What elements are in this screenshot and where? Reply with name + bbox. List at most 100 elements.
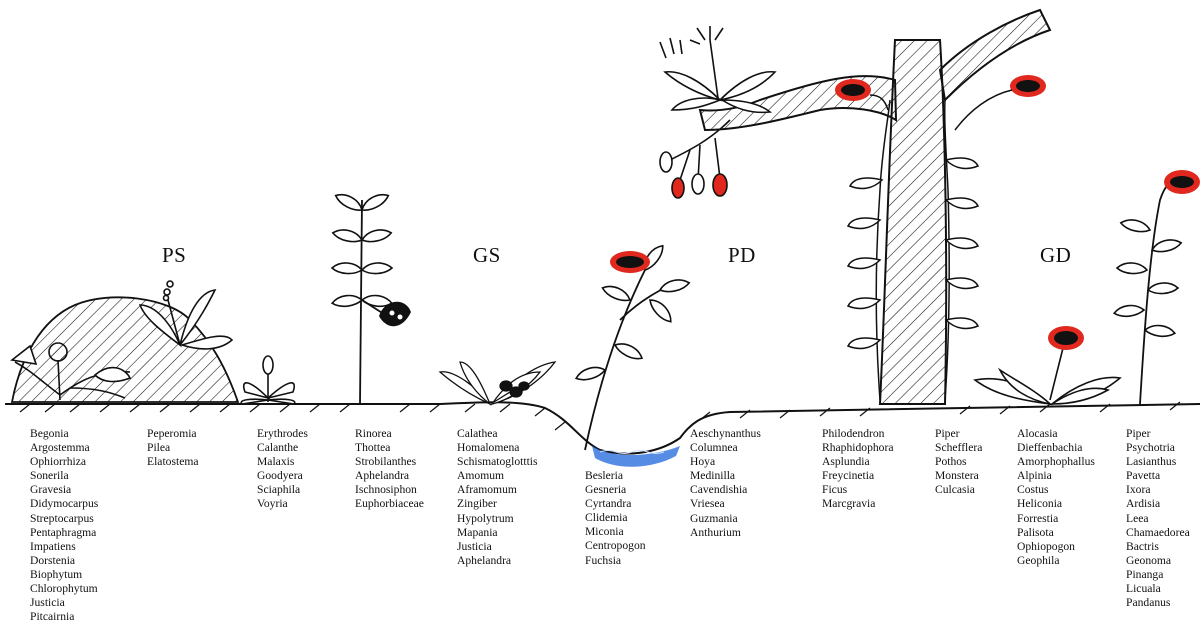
genus-name: Ardisia: [1126, 497, 1190, 511]
genus-name: Ficus: [822, 483, 893, 497]
genus-name: Sciaphila: [257, 483, 308, 497]
genus-name: Justicia: [30, 596, 98, 610]
genus-name: Biophytum: [30, 568, 98, 582]
genus-name: Gravesia: [30, 483, 98, 497]
genus-name: Aeschynanthus: [690, 427, 761, 441]
genus-name: Columnea: [690, 441, 761, 455]
genus-name: Psychotria: [1126, 441, 1190, 455]
genus-name: Strobilanthes: [355, 455, 424, 469]
genus-name: Schismatoglotttis: [457, 455, 538, 469]
genus-name: Pothos: [935, 455, 982, 469]
genus-name: Asplundia: [822, 455, 893, 469]
genus-name: Justicia: [457, 540, 538, 554]
ginger-herb: [440, 362, 555, 404]
genus-name: Mapania: [457, 526, 538, 540]
genus-name: Streptocarpus: [30, 512, 98, 526]
genus-name: Lasianthus: [1126, 455, 1190, 469]
genus-name: Cyrtandra: [585, 497, 646, 511]
genus-name: Clidemia: [585, 511, 646, 525]
genus-name: Miconia: [585, 525, 646, 539]
genus-name: Ischnosiphon: [355, 483, 424, 497]
genus-name: Geonoma: [1126, 554, 1190, 568]
genus-name: Culcasia: [935, 483, 982, 497]
shrub-psychotria: [1113, 170, 1200, 404]
genus-name: Malaxis: [257, 455, 308, 469]
genus-name: Pandanus: [1126, 596, 1190, 610]
genus-name: Palisota: [1017, 526, 1095, 540]
genus-name: Aframomum: [457, 483, 538, 497]
genus-name: Forrestia: [1017, 512, 1095, 526]
genus-name: Goodyera: [257, 469, 308, 483]
genus-name: Bactris: [1126, 540, 1190, 554]
genus-name: Schefflera: [935, 441, 982, 455]
genus-name: Alocasia: [1017, 427, 1095, 441]
genus-name: Begonia: [30, 427, 98, 441]
genus-name: Philodendron: [822, 427, 893, 441]
genus-name: Licuala: [1126, 582, 1190, 596]
genus-name: Thottea: [355, 441, 424, 455]
genus-name: Calathea: [457, 427, 538, 441]
genus-name: Calanthe: [257, 441, 308, 455]
genus-name: Cavendishia: [690, 483, 761, 497]
genus-name: Elatostema: [147, 455, 199, 469]
aroid-herb: [975, 326, 1120, 404]
genus-name: Impatiens: [30, 540, 98, 554]
genus-name: Leea: [1126, 512, 1190, 526]
genus-name: Amorphophallus: [1017, 455, 1095, 469]
genus-name: Vriesea: [690, 497, 761, 511]
genus-name: Erythrodes: [257, 427, 308, 441]
genus-name: Alpinia: [1017, 469, 1095, 483]
genus-name: Zingiber: [457, 497, 538, 511]
genus-name: Ophiorrhiza: [30, 455, 98, 469]
genus-name: Pentaphragma: [30, 526, 98, 540]
genus-name: Geophila: [1017, 554, 1095, 568]
genus-name: Marcgravia: [822, 497, 893, 511]
genus-name: Didymocarpus: [30, 497, 98, 511]
genus-name: Centropogon: [585, 539, 646, 553]
genus-name: Besleria: [585, 469, 646, 483]
genus-name: Rinorea: [355, 427, 424, 441]
zone-label-gs: GS: [473, 243, 501, 268]
genus-name: Heliconia: [1017, 497, 1095, 511]
genus-name: Fuchsia: [585, 554, 646, 568]
genus-name: Euphorbiaceae: [355, 497, 424, 511]
genus-name: Medinilla: [690, 469, 761, 483]
genus-name: Rhaphidophora: [822, 441, 893, 455]
stream-water: [592, 446, 680, 467]
shrub-rinorea: [331, 191, 410, 404]
genus-name: Dieffenbachia: [1017, 441, 1095, 455]
genus-name: Pitcairnia: [30, 610, 98, 624]
shrub-besleria: [574, 243, 690, 450]
genus-name: Voyria: [257, 497, 308, 511]
genus-name: Ixora: [1126, 483, 1190, 497]
zone-label-ps: PS: [162, 243, 186, 268]
genus-name: Aphelandra: [355, 469, 424, 483]
genus-name: Monstera: [935, 469, 982, 483]
genus-name: Chamaedorea: [1126, 526, 1190, 540]
genus-name: Gesneria: [585, 483, 646, 497]
genus-name: Amomum: [457, 469, 538, 483]
genus-name: Costus: [1017, 483, 1095, 497]
orchid-rosette: [241, 356, 295, 404]
genus-name: Homalomena: [457, 441, 538, 455]
genus-name: Aphelandra: [457, 554, 538, 568]
genus-name: Chlorophytum: [30, 582, 98, 596]
genus-name: Hypolytrum: [457, 512, 538, 526]
genus-name: Pinanga: [1126, 568, 1190, 582]
genus-name: Piper: [935, 427, 982, 441]
genus-name: Dorstenia: [30, 554, 98, 568]
zone-label-pd: PD: [728, 243, 756, 268]
genus-name: Anthurium: [690, 526, 761, 540]
genus-name: Peperomia: [147, 427, 199, 441]
genus-name: Piper: [1126, 427, 1190, 441]
genus-name: Pavetta: [1126, 469, 1190, 483]
